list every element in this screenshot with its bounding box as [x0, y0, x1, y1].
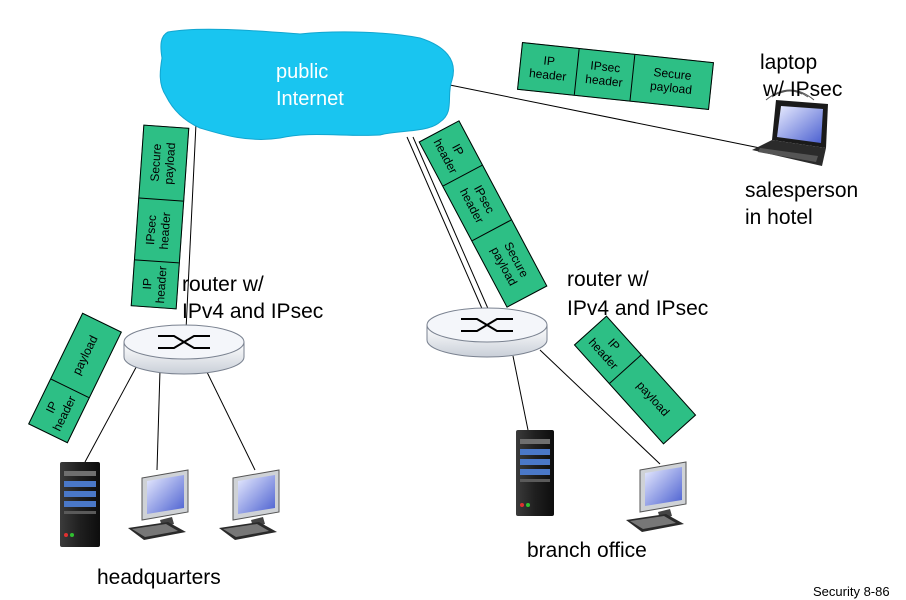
link-cloud-branch-router-a — [406, 136, 488, 321]
branch-office-label: branch office — [527, 539, 647, 562]
links — [84, 81, 761, 471]
branch-server-icon — [516, 430, 554, 516]
headquarters-label: headquarters — [97, 566, 221, 589]
hq-router-label-line1: router w/ — [182, 273, 264, 296]
branch-router-icon — [426, 307, 548, 358]
link-cloud-branch-router-b — [412, 136, 494, 321]
link-cloud-hq-router — [185, 102, 198, 331]
public-internet-cloud — [159, 28, 454, 140]
laptop-icon — [752, 100, 828, 166]
wireless-icon — [765, 89, 815, 101]
link-hq-router-server — [84, 359, 141, 463]
branch-router-label-line1: router w/ — [567, 268, 649, 291]
link-branch-router-server — [512, 355, 529, 431]
laptop-label-line1: laptop — [760, 51, 818, 74]
laptop-label-line2: w/ IPsec — [763, 78, 843, 101]
hq-pc-1-icon — [128, 469, 189, 540]
hq-server-icon — [60, 462, 100, 547]
hq-pc-2-icon — [219, 469, 280, 540]
hq-router-icon — [123, 324, 245, 375]
branch-pc-icon — [626, 461, 687, 532]
salesperson-label-line2: in hotel — [745, 206, 813, 229]
link-hq-router-pc2 — [204, 367, 256, 471]
slide-footer: Security 8-86 — [813, 584, 890, 599]
hq-router-label-line2: IPv4 and IPsec — [182, 300, 324, 323]
cloud-label-line1: public — [276, 61, 329, 83]
branch-router-label-line2: IPv4 and IPsec — [567, 297, 709, 320]
link-cloud-laptop — [434, 81, 761, 149]
link-branch-router-pc — [539, 349, 661, 465]
cloud-label-line2: Internet — [276, 88, 344, 110]
link-hq-router-pc1 — [156, 369, 161, 471]
salesperson-label-line1: salesperson — [745, 179, 859, 202]
